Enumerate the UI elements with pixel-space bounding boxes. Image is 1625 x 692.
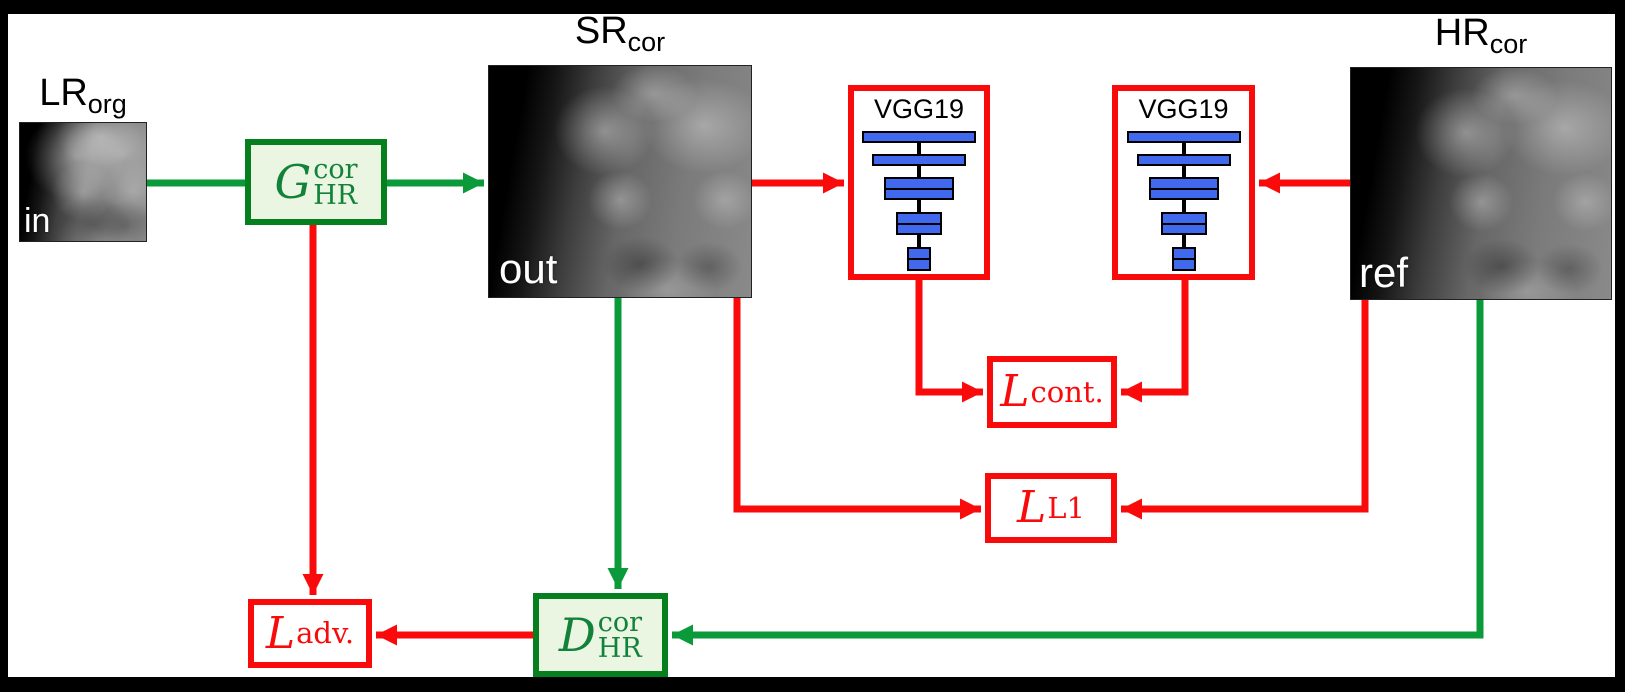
loss-adversarial-letter: L [265,607,296,659]
hr-title-text: HR [1434,12,1490,54]
hr-tag-label: ref [1359,249,1409,296]
vgg-layer-bar [1126,131,1241,143]
vgg-layer-bar [896,212,942,235]
arrow-hr-to-loss-l1 [1121,300,1369,520]
discriminator-letter: D [558,608,596,662]
diagram-background [8,14,1615,677]
lr-title-text: LR [39,72,88,114]
generator-subscript: HR [313,180,358,211]
hr-reference-xray-image: ref [1350,67,1612,300]
sr-image-title: SRcor [488,12,752,56]
discriminator-box: D cor HR [533,593,668,677]
vgg-layer-bar [907,247,931,271]
vgg19-right-box: VGG19 [1112,85,1255,280]
discriminator-subscript: HR [597,633,642,664]
sr-output-xray-image: out [488,65,752,298]
vgg-layer-bar [862,131,976,143]
sr-tag-label: out [499,245,558,292]
vgg-layer-bar [1148,177,1219,200]
arrow-hr-to-discriminator [672,300,1484,646]
vgg19-left-feature-pyramid-icon [854,91,984,274]
sr-title-text: SR [574,10,628,52]
vgg19-right-label: VGG19 [1138,94,1229,124]
vgg-layer-bar [872,154,966,166]
arrow-vgg-left-to-loss-content [915,280,983,403]
hr-title-subscript: cor [1489,29,1528,59]
loss-l1-letter: L [1017,482,1047,533]
generator-box: G cor HR [245,139,387,225]
vgg-layer-bar [1160,212,1207,235]
vgg-layer-bar [1136,154,1231,166]
lr-input-xray-image: in [19,122,147,242]
sr-title-subscript: cor [627,27,666,57]
vgg19-left-box: VGG19 [848,85,990,280]
lr-image-title: LRorg [19,74,147,118]
hr-image-title: HRcor [1350,14,1612,58]
loss-l1-subscript: L1 [1047,490,1085,525]
vgg-layer-bar [1171,247,1196,271]
arrow-vgg-right-to-loss-content [1121,280,1189,403]
loss-adversarial-subscript: adv. [296,616,355,650]
generator-supsub: cor HR [313,154,358,211]
lr-tag-label: in [24,202,51,240]
vgg19-right-feature-pyramid-icon [1118,91,1249,274]
discriminator-supsub: cor HR [597,607,643,664]
discriminator-superscript: cor [597,607,643,639]
arrow-sr-to-loss-l1 [733,298,981,520]
loss-content-subscript: cont. [1030,374,1104,409]
generator-letter: G [274,155,312,209]
lr-title-subscript: org [87,89,127,119]
vgg-layer-bar [884,177,954,200]
generator-superscript: cor [313,154,358,186]
vgg19-left-label: VGG19 [873,94,965,124]
loss-content-letter: L [1000,366,1030,417]
